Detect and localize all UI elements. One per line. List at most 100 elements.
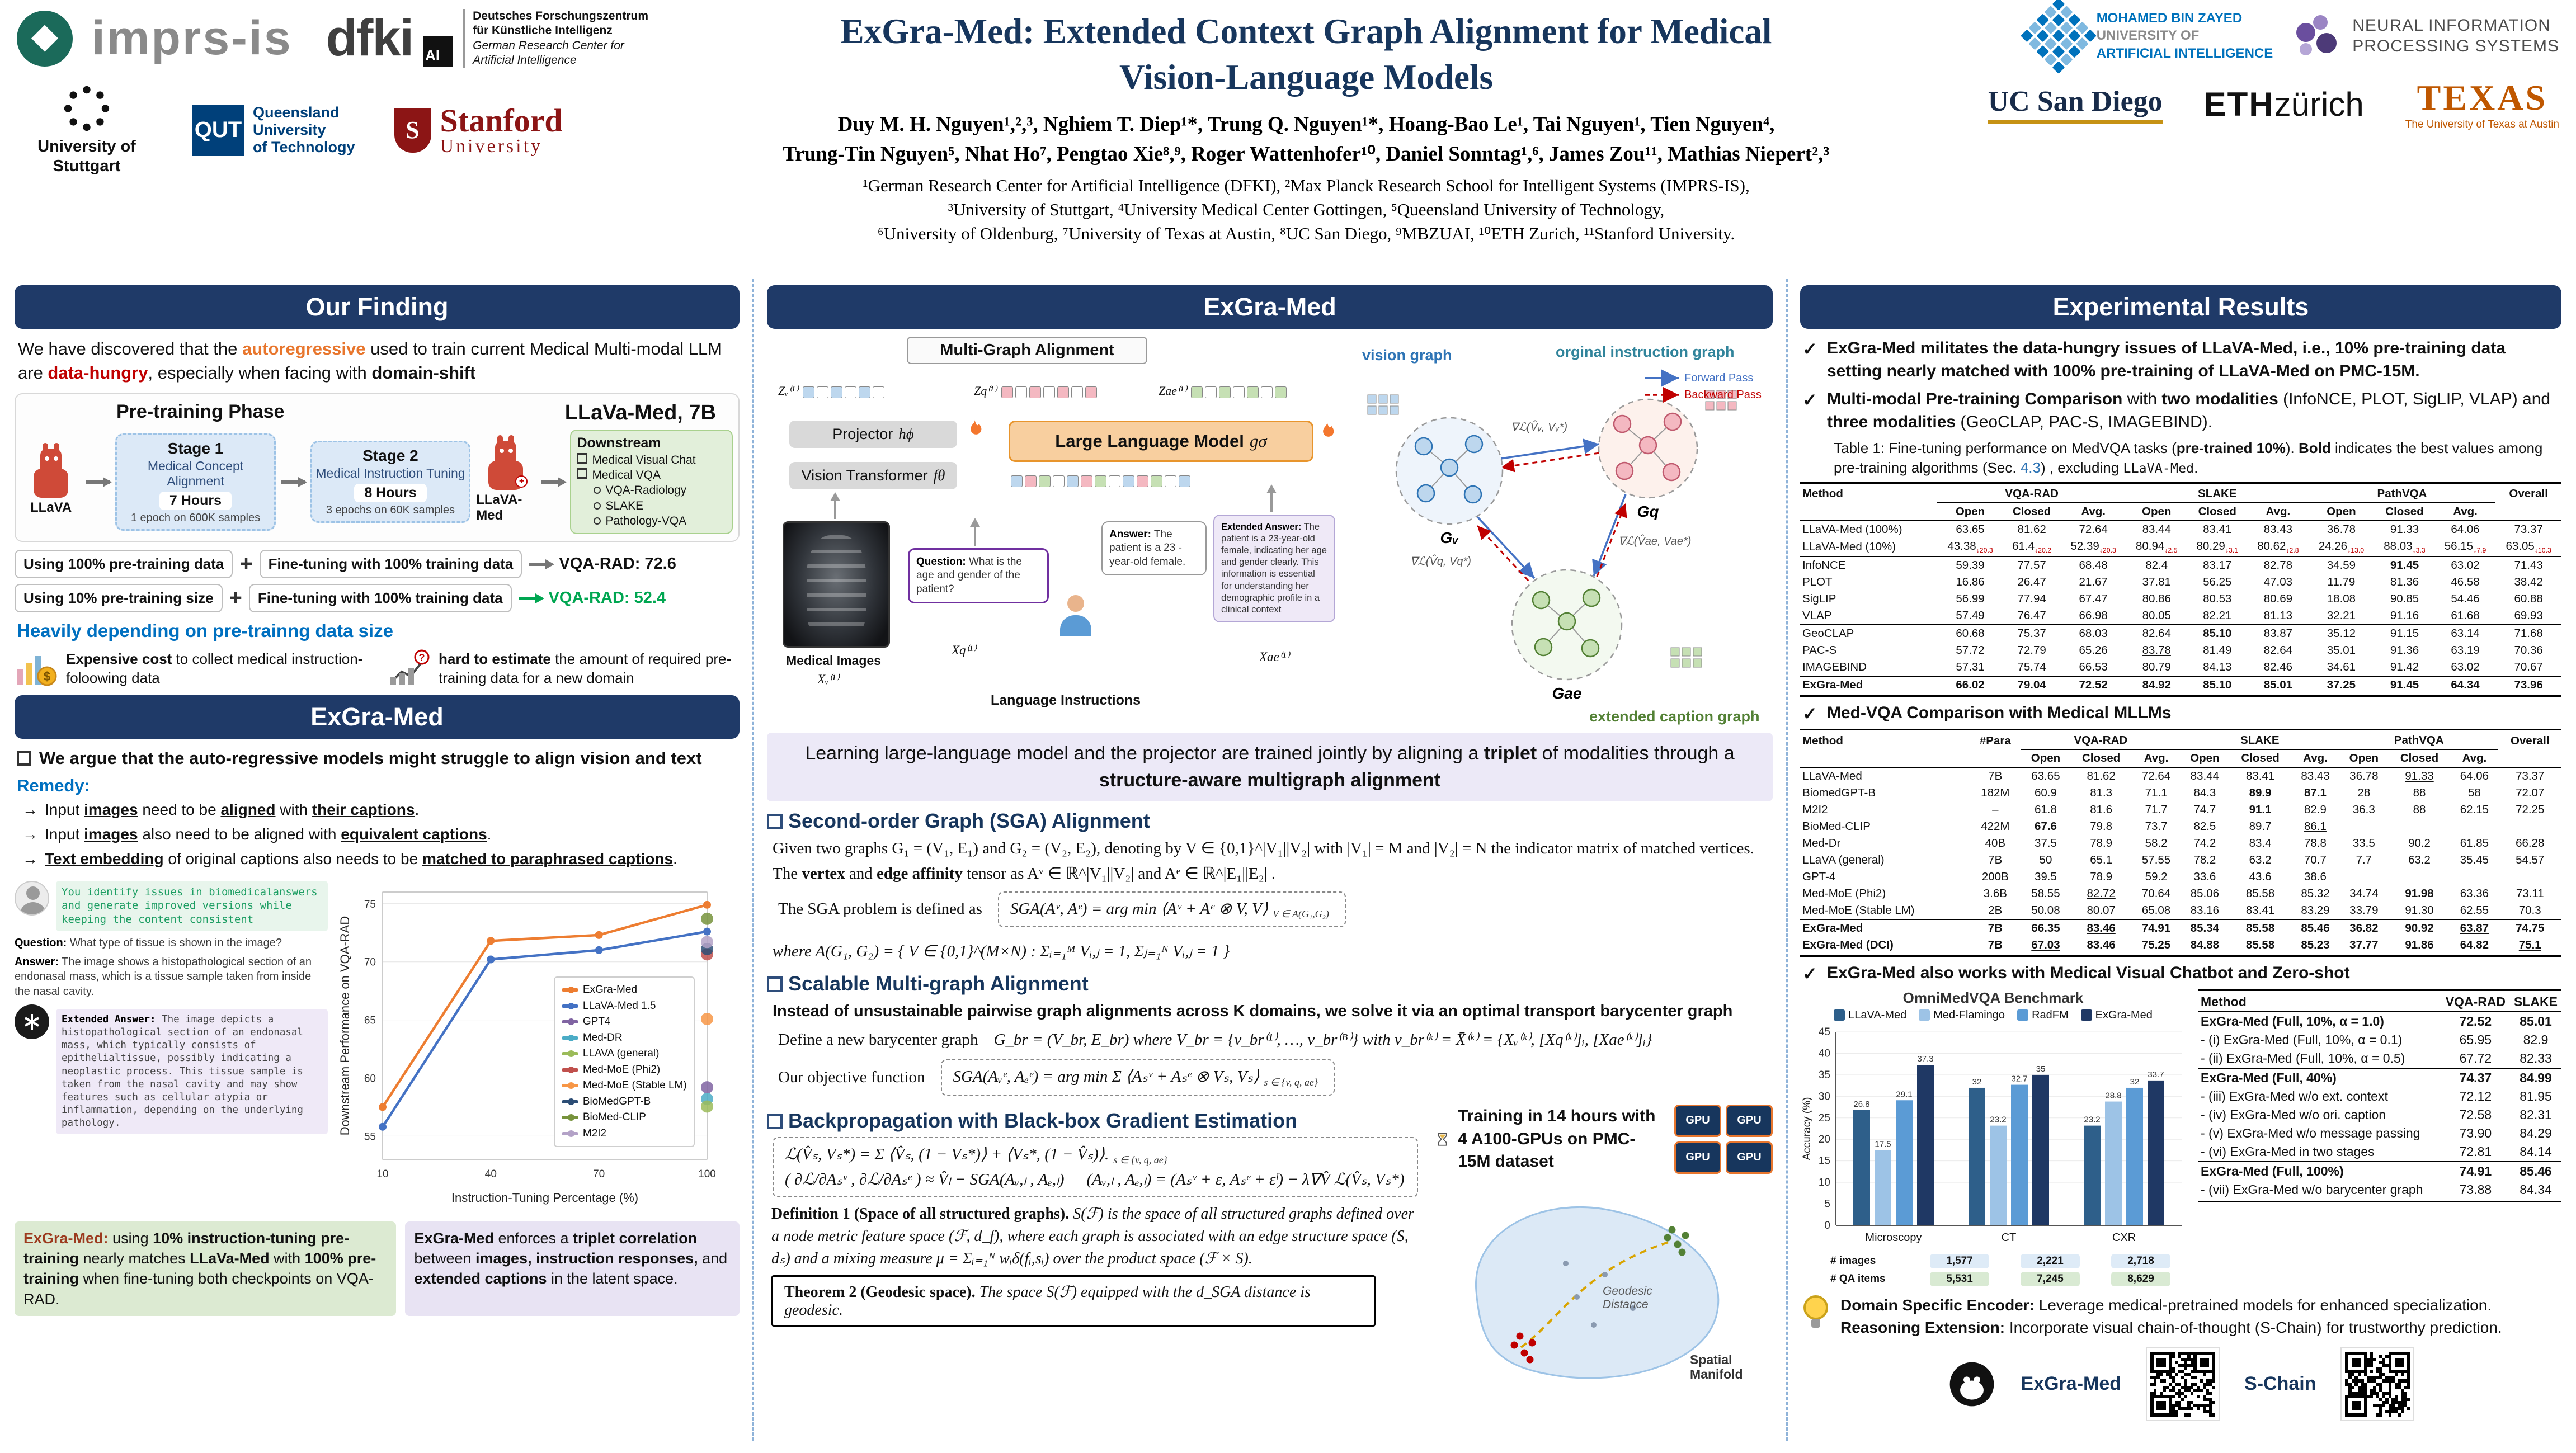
svg-text:60: 60 [364, 1073, 376, 1084]
finding-text: We have discovered that the autoregressi… [18, 339, 722, 383]
dfki-logo-caption: Deutsches Forschungszentrum für Künstlic… [463, 9, 648, 68]
flame-icon [971, 419, 982, 435]
svg-text:Microscopy: Microscopy [1865, 1232, 1922, 1244]
chat-question: Question: What type of tissue is shown i… [15, 936, 282, 949]
lightbulb-icon [1803, 1295, 1828, 1328]
user-avatar-icon [15, 880, 49, 916]
svg-text:15: 15 [1819, 1155, 1830, 1167]
svg-text:26.8: 26.8 [1853, 1100, 1869, 1109]
hourglass-icon [1438, 1133, 1447, 1146]
usage-row: Using 100% pre-training data+Fine-tuning… [15, 550, 740, 579]
training-note: Training in 14 hours with 4 A100-GPUs on… [1437, 1104, 1773, 1174]
column-method: ExGra-Med Multi-Graph Alignment Zᵥ⁽¹⁾ Zq… [752, 279, 1788, 1441]
github-icon [1949, 1362, 1994, 1407]
svg-text:65: 65 [364, 1015, 376, 1026]
arrow-right-icon [529, 559, 555, 569]
svg-text:extended caption graph: extended caption graph [1589, 708, 1760, 725]
footer-value: 1,577 [1930, 1253, 1989, 1268]
section-header-exgra-med-center: ExGra-Med [767, 285, 1773, 329]
argument-text: We argue that the auto-regressive models… [17, 747, 737, 770]
extended-answer-bubble: Extended Answer: The patient is a 23-yea… [1213, 515, 1335, 622]
legend-item: ExGra-Med [561, 982, 687, 998]
pretrain-data-box: Using 100% pre-training data [15, 550, 233, 579]
xray-image [783, 521, 890, 648]
svg-text:Spatial: Spatial [1690, 1352, 1732, 1367]
sga-definition-where: where A(G₁, G₂) = { V ∈ {0,1}^(M×N) : Σᵢ… [773, 942, 1230, 961]
zae-tokens: Zae⁽¹⁾ [1159, 384, 1289, 399]
downstream-item: Medical Visual Chat [577, 452, 726, 468]
s-chain-qr-code [2340, 1347, 2415, 1421]
table-row: - (i) ExGra-Med (Full, 10%, α = 0.1)65.9… [2201, 1032, 2549, 1047]
svg-text:45: 45 [1819, 1026, 1830, 1038]
sga-definition-formula: SGA(Aᵛ, Aᵉ) = arg min ⟨Aᵛ + Aᵉ ⊗ V, V⟩V … [997, 891, 1346, 928]
vqarad-result: VQA-RAD: 52.4 [548, 589, 666, 607]
footer-value: 5,531 [1930, 1271, 1989, 1286]
remedy-list: Input images need to be aligned with the… [15, 799, 740, 869]
pretraining-pipeline-diagram: Pre-training Phase LLaVa-Med, 7B LLaVA S… [15, 393, 740, 542]
svg-text:CT: CT [2002, 1232, 2017, 1244]
legend-item: LLaVA-Med 1.5 [561, 998, 687, 1015]
note-domain-encoder: Domain Specific Encoder: Leverage medica… [1840, 1296, 2492, 1314]
legend-item: BioMed-CLIP [561, 1110, 687, 1126]
flame-icon [1323, 421, 1334, 437]
dfki-ai-icon: AI [423, 36, 454, 67]
imprs-logo-text: imprs-is [92, 11, 293, 65]
bar-chart-canvas: 05101520253035404526.817.529.137.3Micros… [1801, 1026, 2182, 1244]
svg-text:30: 30 [1819, 1091, 1830, 1102]
legend-item: LLaVA-Med [1834, 1009, 1906, 1022]
result-bullet-3: Med-VQA Comparison with Medical MLLMs [1801, 701, 2560, 726]
svg-text:Gq: Gq [1637, 503, 1659, 520]
plus-icon: + [239, 551, 253, 577]
xq-label: Xq⁽¹⁾ [952, 643, 976, 657]
remedy-item: Input images need to be aligned with the… [22, 799, 737, 820]
svg-text:?: ? [419, 652, 425, 663]
svg-text:Forward Pass: Forward Pass [1684, 372, 1753, 384]
exgra-med-qr-code [2146, 1347, 2220, 1421]
table1-caption: Table 1: Fine-tuning performance on MedV… [1834, 439, 2543, 476]
svg-text:35: 35 [2036, 1064, 2046, 1074]
column-our-finding: Our Finding We have discovered that the … [15, 279, 752, 1441]
llm-input-tokens [1011, 475, 1193, 487]
xv-label: Xᵥ⁽¹⁾ [817, 672, 839, 686]
zq-tokens: Zq⁽¹⁾ [974, 384, 1099, 399]
arrow-right-icon [281, 477, 307, 487]
eth-zurich-logo: ETHzürich [2203, 85, 2364, 123]
svg-text:32: 32 [1972, 1077, 1982, 1087]
downstream-item: SLAKE [577, 498, 726, 513]
svg-text:17.5: 17.5 [1875, 1139, 1891, 1149]
right-logo-block: MOHAMED BIN ZAYED UNIVERSITY OF ARTIFICI… [1899, 0, 2559, 279]
gpu-chip-icon: GPU [1726, 1141, 1773, 1174]
arrow-right-icon [541, 477, 567, 487]
downstream-item: Pathology-VQA [577, 513, 726, 529]
downstream-title: Downstream [577, 435, 661, 451]
table-row: - (ii) ExGra-Med (Full, 10%, α = 0.5)67.… [2201, 1050, 2552, 1065]
svg-text:70: 70 [364, 956, 376, 968]
legend-item: BioMedGPT-B [561, 1094, 687, 1110]
dfki-logo-text: dfki [326, 10, 415, 67]
smga-paragraph: Instead of unsustainable pairwise graph … [773, 1002, 1733, 1020]
ut-austin-logo: TEXAS The University of Texas at Austin [2405, 78, 2559, 130]
section-header-our-finding: Our Finding [15, 285, 740, 329]
smga-heading: Scalable Multi-graph Alignment [767, 972, 1773, 996]
